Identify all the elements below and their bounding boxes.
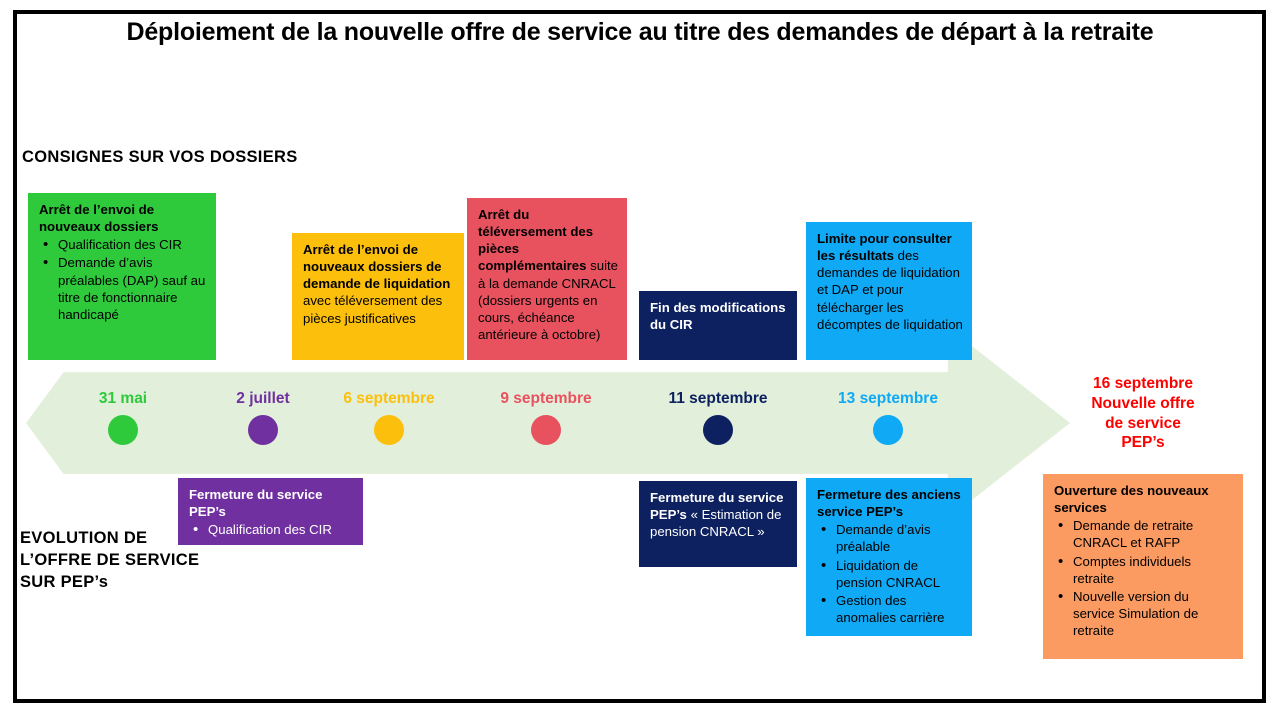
- milestone-dot-3: [531, 415, 561, 445]
- section-label-evolution-line1: EVOLUTION DE: [20, 529, 148, 547]
- milestone-dot-0: [108, 415, 138, 445]
- card-heading: Fermeture des anciens service PEP’s: [817, 487, 961, 520]
- card-arret-envoi-demande-liquidation: Arrêt de l’envoi de nouveaux dossiers de…: [292, 233, 464, 360]
- milestone-dot-5: [873, 415, 903, 445]
- section-label-evolution-line2: L’OFFRE DE SERVICE: [20, 550, 200, 569]
- card-heading: Limite pour consulter les résultats: [817, 231, 952, 264]
- card-body: avec téléversement des pièces justificat…: [303, 293, 443, 326]
- page-title: Déploiement de la nouvelle offre de serv…: [126, 18, 1154, 46]
- list-item: Nouvelle version du service Simulation d…: [1058, 587, 1234, 639]
- end-marker-line4: PEP’s: [1121, 434, 1165, 452]
- milestone-date-0: 31 mai: [98, 390, 148, 407]
- card-arret-envoi-nouveaux-dossiers: Arrêt de l’envoi de nouveaux dossiers Qu…: [28, 193, 216, 360]
- end-marker: 16 septembre Nouvelle offre de service P…: [1065, 374, 1221, 453]
- card-body: suite à la demande CNRACL (dossiers urge…: [478, 258, 619, 343]
- card-bullets: Qualification des CIR: [189, 520, 354, 540]
- section-label-evolution: EVOLUTION DE L’OFFRE DE SERVICE SUR PEP’…: [20, 528, 199, 594]
- list-item: Gestion des anomalies carrière: [821, 591, 963, 626]
- milestone-date-5: 13 septembre: [838, 390, 938, 407]
- milestone-dot-4: [703, 415, 733, 445]
- card-bullets: Demande de retraite CNRACL et RAFP Compt…: [1054, 516, 1234, 639]
- card-fermeture-service-peps-qualification: Fermeture du service PEP’s Qualification…: [178, 478, 363, 545]
- card-arret-televersement-pieces: Arrêt du téléversement des pièces complé…: [467, 198, 627, 360]
- milestone-date-3: 9 septembre: [500, 390, 592, 407]
- milestone-date-4: 11 septembre: [668, 390, 768, 407]
- card-heading: Ouverture des nouveaux services: [1054, 483, 1209, 516]
- milestone-dot-2: [374, 415, 404, 445]
- card-ouverture-nouveaux-services: Ouverture des nouveaux services Demande …: [1043, 474, 1243, 659]
- section-label-evolution-line3: SUR PEP’s: [20, 572, 109, 591]
- card-bullets: Demande d’avis préalable Liquidation de …: [817, 520, 963, 626]
- milestone-dot-1: [248, 415, 278, 445]
- end-marker-line2: Nouvelle offre: [1091, 394, 1195, 412]
- card-heading: Arrêt du téléversement des pièces complé…: [478, 207, 594, 274]
- list-item: Demande d’avis préalable: [821, 520, 963, 555]
- card-limite-consulter-resultats: Limite pour consulter les résultats des …: [806, 222, 972, 360]
- milestone-date-1: 2 juillet: [236, 390, 290, 407]
- card-body: « Estimation de pension CNRACL »: [650, 507, 782, 540]
- end-marker-line1: 16 septembre: [1093, 375, 1193, 392]
- list-item: Qualification des CIR: [193, 520, 354, 540]
- card-heading: Fin des modifications du CIR: [650, 300, 786, 333]
- card-heading: Arrêt de l’envoi de nouveaux dossiers de…: [303, 242, 451, 292]
- card-heading: Fermeture du service PEP’s: [650, 490, 784, 523]
- milestone-date-2: 6 septembre: [343, 390, 435, 407]
- end-marker-line3: de service: [1105, 414, 1181, 432]
- section-label-consignes: CONSIGNES SUR VOS DOSSIERS: [22, 148, 298, 166]
- card-heading: Arrêt de l’envoi de nouveaux dossiers: [39, 202, 159, 235]
- card-fin-modifications-cir: Fin des modifications du CIR: [639, 291, 797, 360]
- page-border: [13, 10, 1266, 703]
- list-item: Qualification des CIR: [43, 235, 207, 255]
- card-heading: Fermeture du service PEP’s: [189, 487, 323, 520]
- card-fermeture-anciens-services-peps: Fermeture des anciens service PEP’s Dema…: [806, 478, 972, 636]
- card-body: des demandes de liquidation et DAP et po…: [817, 248, 963, 332]
- list-item: Liquidation de pension CNRACL: [821, 556, 963, 591]
- list-item: Comptes individuels retraite: [1058, 552, 1234, 587]
- card-bullets: Qualification des CIR Demande d’avis pré…: [39, 235, 207, 323]
- list-item: Demande de retraite CNRACL et RAFP: [1058, 516, 1234, 551]
- card-fermeture-service-peps-estimation: Fermeture du service PEP’s « Estimation …: [639, 481, 797, 567]
- list-item: Demande d’avis préalables (DAP) sauf au …: [43, 253, 207, 323]
